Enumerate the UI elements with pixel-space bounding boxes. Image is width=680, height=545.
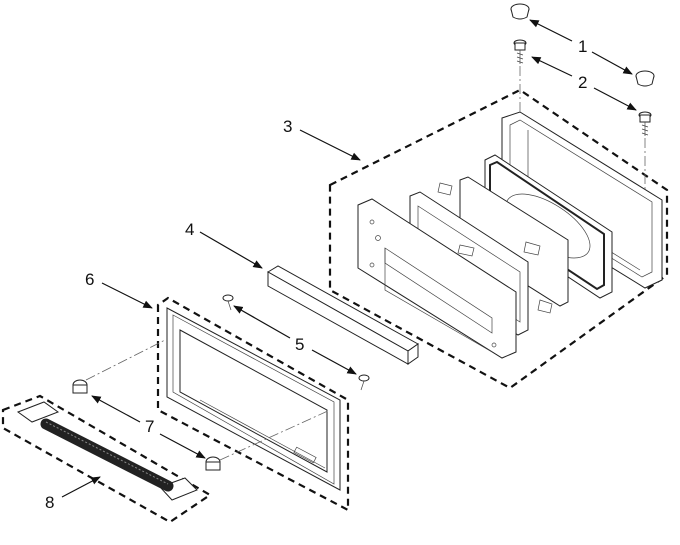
outer-door-panel — [166, 307, 341, 491]
cap-right — [635, 70, 655, 87]
leaders — [61, 19, 637, 498]
screw-5-right — [358, 374, 370, 391]
callout-6: 6 — [85, 270, 94, 289]
handle-stud-lower — [205, 456, 221, 471]
trim-bar — [267, 265, 419, 365]
group-6-boundary — [156, 296, 350, 512]
screw-right — [638, 111, 652, 136]
callout-3: 3 — [283, 117, 292, 136]
callout-1: 1 — [578, 37, 587, 56]
handle-stud-upper — [72, 379, 88, 394]
callout-5: 5 — [295, 335, 304, 354]
handle-bar — [16, 401, 198, 501]
screw-5-left — [222, 294, 234, 311]
callout-2: 2 — [578, 73, 587, 92]
door-inner-liner — [357, 198, 517, 359]
callout-4: 4 — [185, 220, 194, 239]
screw-left — [513, 39, 527, 64]
callout-8: 8 — [45, 493, 54, 512]
callout-7: 7 — [145, 417, 154, 436]
cap-left — [510, 3, 530, 20]
